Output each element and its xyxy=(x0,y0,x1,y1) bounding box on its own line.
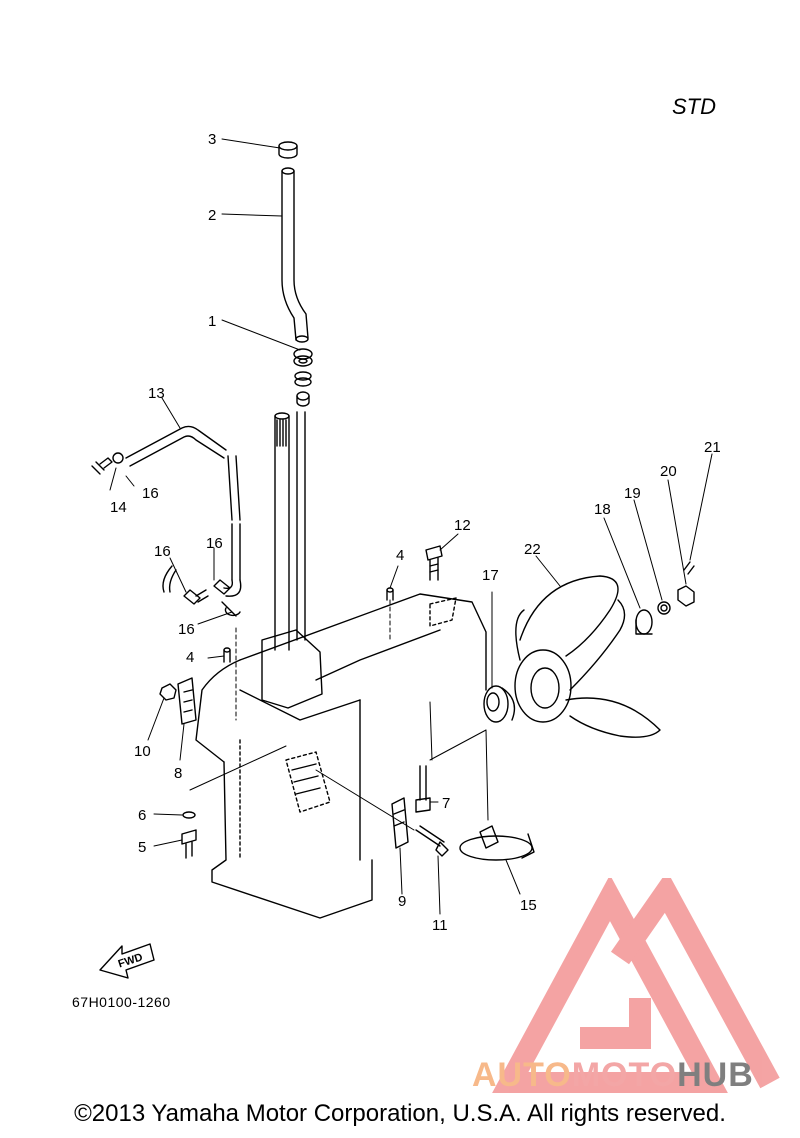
watermark-logo-mark xyxy=(492,878,780,1093)
part-pilot-hose xyxy=(125,425,242,597)
callout-16b: 16 xyxy=(154,543,171,560)
leader-lines xyxy=(109,138,713,915)
callout-21: 21 xyxy=(704,439,721,456)
callout-11: 10 xyxy=(134,743,151,760)
part-water-tube xyxy=(281,167,309,343)
callout-16a: 16 xyxy=(142,485,159,502)
callout-6: 6 xyxy=(138,807,146,824)
callout-labels: 3 2 1 13 16 14 16 16 16 4 4 12 17 22 18 … xyxy=(110,131,721,971)
part-propeller xyxy=(514,575,661,738)
callout-12: 15 xyxy=(520,897,537,914)
watermark-logo-text: AUTOMOTOHUB xyxy=(472,1056,754,1095)
part-nut-anode-washer xyxy=(159,677,197,859)
callout-13: 12 xyxy=(454,517,471,534)
callout-16c: 16 xyxy=(206,535,223,552)
callout-16d: 16 xyxy=(178,621,195,638)
callout-4a: 4 xyxy=(186,649,194,666)
callout-15: 14 xyxy=(110,499,127,516)
callout-2: 2 xyxy=(208,207,216,224)
part-bolt-anode-set xyxy=(391,765,449,857)
callout-17: 17 xyxy=(482,567,499,584)
callout-8: 9 xyxy=(398,893,406,910)
callout-7: 7 xyxy=(442,795,450,812)
part-trim-tab xyxy=(459,825,535,861)
callout-22: 22 xyxy=(524,541,541,558)
callout-10: 11 xyxy=(432,917,448,934)
part-lower-casing xyxy=(195,593,487,919)
logo-text-moto: MOTO xyxy=(571,1056,678,1094)
part-code: 67H0100-1260 xyxy=(72,994,171,1010)
part-prop-hardware xyxy=(635,561,695,635)
callout-3: 3 xyxy=(208,131,216,148)
variant-label: STD xyxy=(672,94,716,119)
fwd-arrow-icon xyxy=(99,943,155,979)
callout-19: 19 xyxy=(624,485,641,502)
callout-1: 1 xyxy=(208,313,216,330)
logo-text-auto: AUTO xyxy=(472,1056,572,1094)
part-dowel-pins xyxy=(223,587,394,663)
callout-9: 8 xyxy=(174,765,182,782)
callout-4b: 4 xyxy=(396,547,404,564)
part-thrust-washer xyxy=(483,685,516,723)
part-drive-shaft xyxy=(274,411,306,651)
callout-20: 20 xyxy=(660,463,677,480)
callout-5: 5 xyxy=(138,839,146,856)
part-hose-fittings xyxy=(91,452,241,617)
copyright-notice: ©2013 Yamaha Motor Corporation, U.S.A. A… xyxy=(74,1100,726,1127)
callout-18: 18 xyxy=(594,501,611,518)
part-cap xyxy=(278,141,298,159)
callout-14: 13 xyxy=(148,385,165,402)
logo-text-hub: HUB xyxy=(677,1056,754,1094)
part-grommet-set xyxy=(293,348,313,407)
part-bolt-13 xyxy=(425,545,443,581)
